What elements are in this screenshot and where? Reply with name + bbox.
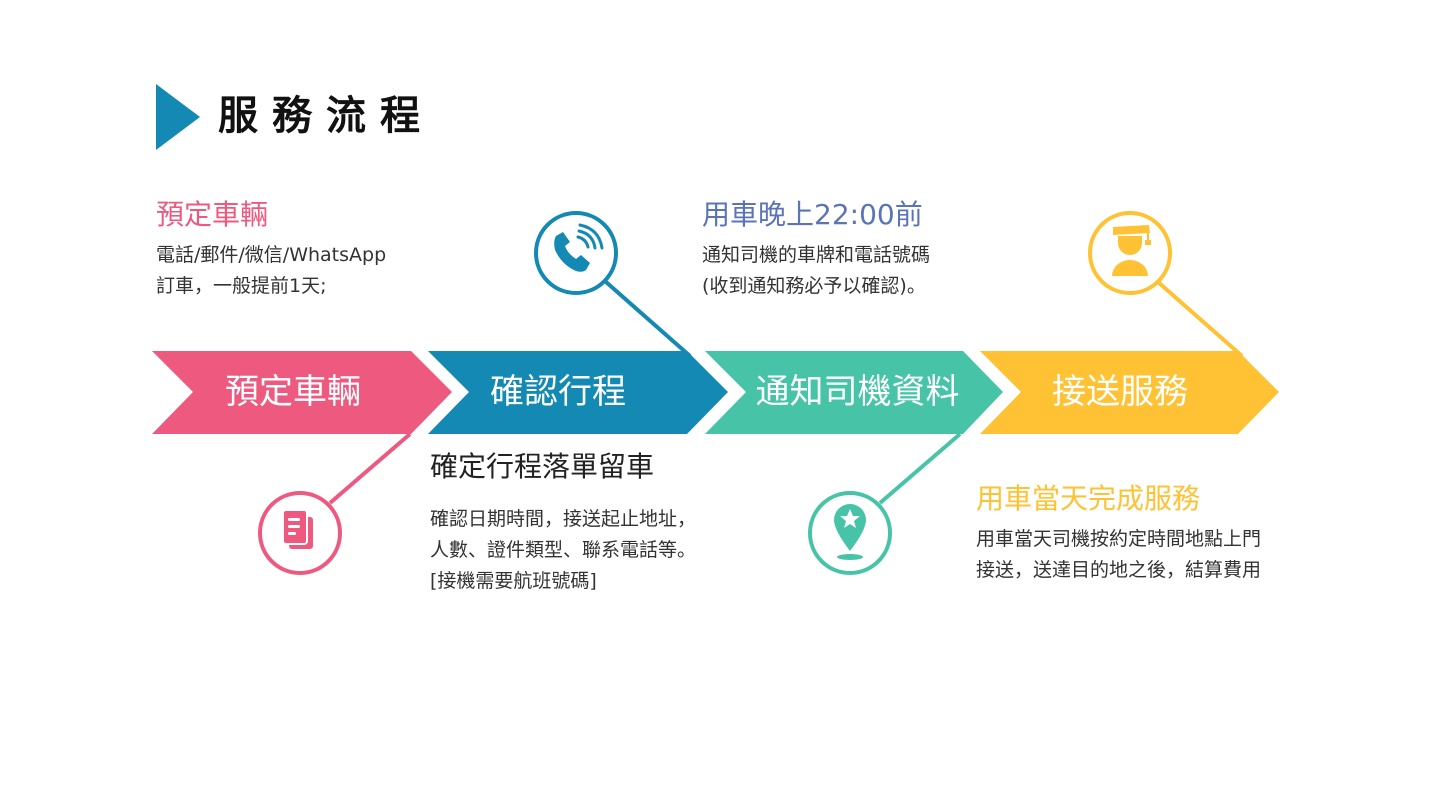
phone-icon bbox=[534, 211, 618, 295]
connector-line-step-1 bbox=[328, 432, 412, 505]
arrow-label-step-4: 接送服務 bbox=[1052, 372, 1188, 412]
step-1-heading: 預定車輛 bbox=[156, 198, 269, 231]
connector-line-step-4 bbox=[1156, 280, 1244, 358]
connector-line-step-3 bbox=[878, 432, 962, 505]
arrow-step-3 bbox=[705, 351, 1003, 434]
arrow-label-step-3: 通知司機資料 bbox=[755, 372, 960, 412]
connector-line-step-2 bbox=[604, 280, 692, 358]
arrow-label-step-1: 預定車輛 bbox=[225, 372, 361, 412]
step-3-description: 通知司機的車牌和電話號碼 (收到通知務必予以確認)。 bbox=[702, 244, 931, 297]
graduate-person-icon bbox=[1088, 211, 1172, 295]
step-2-description: 確認日期時間，接送起止地址， 人數、證件類型、聯系電話等。 [接機需要航班號碼] bbox=[430, 508, 697, 592]
step-1-description: 電話/郵件/微信/WhatsApp 訂車，一般提前1天; bbox=[156, 244, 387, 297]
arrow-step-2 bbox=[428, 351, 728, 434]
arrow-step-4 bbox=[980, 351, 1279, 434]
page-title: 服務流程 bbox=[218, 93, 434, 139]
step-4-heading: 用車當天完成服務 bbox=[976, 482, 1201, 515]
step-4-description: 用車當天司機按約定時間地點上門 接送，送達目的地之後，結算費用 bbox=[976, 528, 1262, 581]
arrow-step-1 bbox=[152, 351, 452, 434]
title-triangle-icon bbox=[156, 84, 200, 150]
document-icon bbox=[258, 491, 342, 575]
step-2-heading: 確定行程落單留車 bbox=[430, 450, 655, 483]
location-star-icon bbox=[808, 491, 892, 575]
step-3-heading: 用車晚上22:00前 bbox=[702, 198, 923, 231]
arrow-label-step-2: 確認行程 bbox=[490, 372, 626, 412]
